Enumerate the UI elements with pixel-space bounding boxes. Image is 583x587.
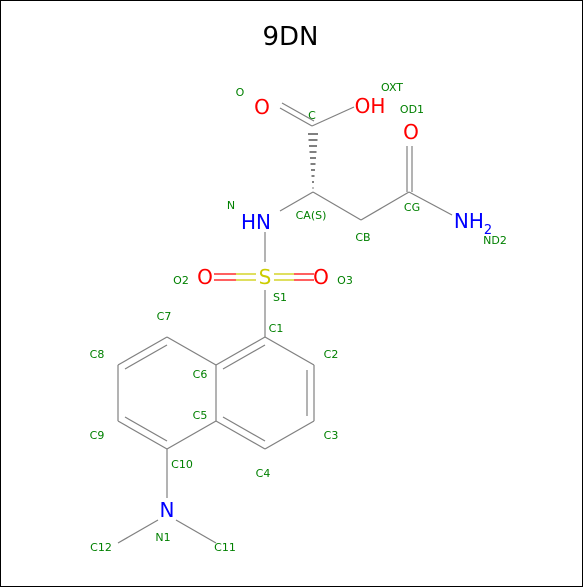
label-oxt: OXT	[381, 81, 403, 94]
bond-c6-c1	[215, 336, 266, 366]
atom-name-labels: O OXT OD1 C N CA(S) CG CB ND2 O2 O3 S1 C…	[90, 81, 507, 554]
sulfonyl-bonds	[214, 273, 314, 281]
atom-n-dimethyl: N	[160, 498, 175, 522]
bond-c6-c1-inner	[222, 344, 266, 370]
atom-symbols: O OH O HN NH2 O O S N	[160, 94, 493, 522]
bond-c6-c7	[166, 336, 217, 366]
label-c9: C9	[90, 429, 105, 442]
bond-c-o	[279, 107, 313, 127]
molecule-title: 9DN	[262, 22, 319, 52]
bond-c7-c8	[117, 336, 168, 366]
label-n: N	[227, 199, 235, 212]
label-c12: C12	[90, 541, 112, 554]
atom-o-amide: O	[403, 120, 419, 144]
label-n1: N1	[155, 531, 170, 544]
label-s1: S1	[273, 291, 287, 304]
atom-oh: OH	[355, 94, 386, 118]
bond-c4-c5	[215, 420, 266, 450]
bond-c4-c5-inner	[222, 416, 266, 442]
bond-c-oxt	[311, 106, 355, 127]
bond-c-o-double	[281, 102, 315, 122]
label-c: C	[308, 109, 316, 122]
bond-c1-c2	[264, 336, 315, 366]
label-c2: C2	[324, 348, 339, 361]
label-cb: CB	[355, 231, 370, 244]
bond-c9-c10	[117, 420, 168, 450]
label-c11: C11	[214, 541, 236, 554]
label-c6: C6	[193, 368, 208, 381]
label-cg: CG	[404, 201, 420, 214]
bonds	[117, 102, 453, 544]
bond-ca-n	[279, 191, 314, 212]
atom-o-carbonyl: O	[254, 95, 270, 119]
stereo-hash-wedge	[308, 133, 318, 189]
label-c10: C10	[171, 458, 193, 471]
label-c4: C4	[256, 467, 271, 480]
label-nd2: ND2	[483, 234, 507, 247]
bond-c7-c8-inner	[124, 344, 168, 370]
atom-s: S	[259, 265, 272, 289]
bond-n1-c12	[117, 519, 159, 544]
label-c7: C7	[157, 310, 172, 323]
atom-nh: HN	[241, 210, 271, 234]
atom-nh2: NH2	[454, 209, 492, 238]
label-ca: CA(S)	[296, 209, 327, 222]
bond-cg-nd2	[408, 191, 453, 216]
bond-c3-c4	[264, 420, 315, 450]
label-c8: C8	[90, 348, 105, 361]
bond-cb-cg	[360, 191, 410, 221]
label-od1: OD1	[400, 103, 424, 116]
bond-n1-c11	[175, 519, 217, 544]
label-o2: O2	[173, 274, 189, 287]
label-c3: C3	[324, 429, 339, 442]
atom-o3: O	[313, 265, 329, 289]
bond-c9-c10-inner	[124, 416, 168, 442]
bond-c10-c5	[166, 420, 217, 450]
label-o: O	[236, 86, 245, 99]
bond-ca-cb	[312, 191, 362, 221]
label-c1: C1	[269, 322, 284, 335]
label-o3: O3	[337, 274, 353, 287]
atom-o2: O	[197, 265, 213, 289]
label-c5: C5	[193, 409, 208, 422]
